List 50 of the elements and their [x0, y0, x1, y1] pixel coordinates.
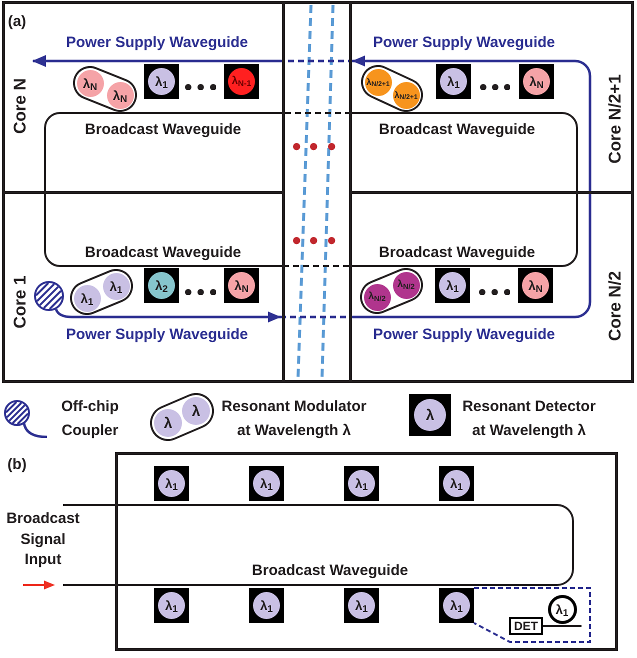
ring-resonator: λ$_{1}$ — [548, 594, 576, 624]
waveguide-label: Broadcast Waveguide — [378, 242, 536, 263]
inset-callout — [473, 587, 591, 643]
wavelength-badge: λ$_{1}$ — [158, 592, 185, 619]
wavelength-badge: λ$_{1}$ — [348, 470, 375, 497]
detector-block: DET — [509, 617, 543, 635]
wavelength-badge: λ$_{1}$ — [158, 470, 185, 497]
wavelength-badge: λ$_{1}$ — [253, 592, 280, 619]
legend-text: Resonant Modulator at Wavelength λ — [220, 397, 368, 441]
input-label: Broadcast Signal Input — [5, 509, 81, 570]
waveguide-label: Broadcast Waveguide — [252, 560, 408, 581]
core-label: Core N/2 — [606, 271, 624, 341]
wavelength-badge: λ$_{1}$ — [440, 68, 467, 95]
waveguide-label: Power Supply Waveguide — [66, 324, 248, 345]
wavelength-badge: λ$_{N-1}$ — [228, 68, 255, 95]
core-label: Core 1 — [12, 276, 28, 328]
waveguide-label: Power Supply Waveguide — [373, 324, 555, 345]
wavelength-badge: λ$_{1}$ — [443, 592, 470, 619]
wavelength-badge: λ$_{1}$ — [253, 470, 280, 497]
modulator-capsule — [150, 393, 214, 441]
waveguide-label: Broadcast Waveguide — [84, 120, 242, 140]
core-label: Core N/2+1 — [606, 74, 624, 164]
wavelength-badge: λ$_{N}$ — [523, 68, 550, 95]
waveguide-label: Power Supply Waveguide — [66, 32, 248, 53]
wavelength-badge: λ$_{1}$ — [148, 68, 175, 95]
panel-label: (b) — [7, 454, 27, 475]
waveguide-arrow — [32, 55, 592, 318]
waveguide-label: Power Supply Waveguide — [373, 32, 555, 53]
waveguide-loop — [44, 112, 578, 267]
waveguide-label: Broadcast Waveguide — [84, 242, 242, 263]
coupler-circle — [34, 281, 64, 311]
wavelength-badge: λ — [414, 399, 446, 431]
legend-text: Off-chip Coupler — [60, 397, 120, 441]
legend-text: Resonant Detector at Wavelength λ — [461, 397, 597, 441]
core-label: Core N — [12, 78, 28, 134]
bus-waveguide — [543, 625, 582, 627]
modulator-capsule — [73, 66, 137, 112]
wavelength-badge: λ$_{1}$ — [439, 272, 466, 299]
wavelength-badge: λ$_{1}$ — [348, 592, 375, 619]
modulator-capsule — [360, 268, 423, 314]
modulator-capsule — [361, 65, 423, 112]
wavelength-badge: λ$_{2}$ — [148, 272, 175, 299]
wavelength-badge: λ$_{N}$ — [228, 272, 255, 299]
panel-label: (a) — [8, 12, 26, 32]
chip-outline — [115, 452, 618, 651]
wavelength-badge: λ$_{N}$ — [522, 272, 549, 299]
modulator-capsule — [70, 269, 133, 315]
waveguide-label: Broadcast Waveguide — [378, 120, 536, 140]
coupler-symbol — [4, 400, 48, 438]
wavelength-badge: λ$_{1}$ — [443, 470, 470, 497]
